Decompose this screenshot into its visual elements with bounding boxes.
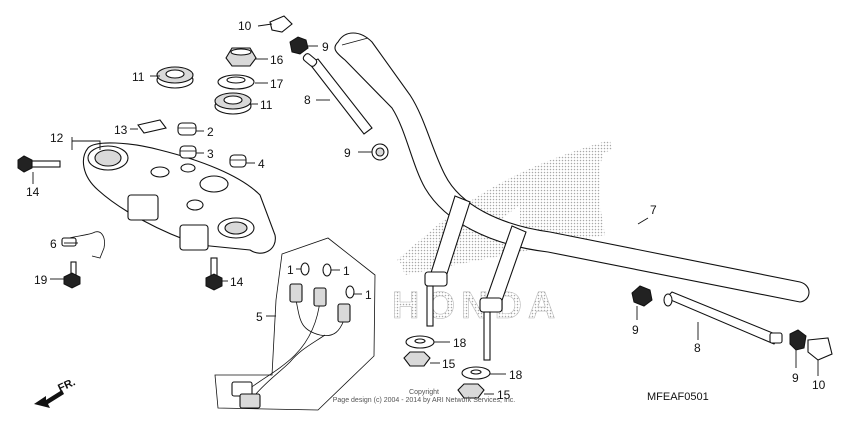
front-direction-label: FR. (56, 376, 77, 394)
callout-2: 2 (207, 125, 214, 139)
bolt-14-left (17, 155, 61, 173)
callout-11-upper: 11 (132, 70, 145, 84)
stem-nut-16 (225, 47, 257, 67)
callout-14-right: 14 (230, 275, 244, 289)
callout-10-right: 10 (812, 378, 826, 392)
wire-harness-box (214, 237, 376, 411)
callout-9-right-b: 9 (792, 371, 799, 385)
grommet-9-mid (371, 143, 389, 161)
handlebar-riser-left (424, 195, 471, 327)
weight-8-upper (302, 53, 373, 135)
callout-5: 5 (256, 310, 263, 324)
callout-18-right: 18 (509, 368, 523, 382)
grommet-9-right-a (631, 285, 653, 307)
callout-16: 16 (270, 53, 284, 67)
bulb-1-b (322, 263, 332, 277)
bulb-1-c (345, 285, 355, 299)
lock-nut-11-lower (214, 92, 252, 115)
callout-13: 13 (114, 123, 128, 137)
callout-3: 3 (207, 147, 214, 161)
grommet-9-right-b (789, 329, 807, 351)
callout-12: 12 (50, 131, 64, 145)
lock-nut-11-upper (156, 66, 194, 89)
top-bridge (82, 142, 276, 254)
honda-watermark-text: HONDA (392, 285, 561, 327)
handlebar-riser-right (479, 225, 527, 361)
callouts: 10 9 11 16 17 11 8 9 13 12 2 3 4 14 6 19… (26, 19, 826, 402)
callout-8-right: 8 (694, 341, 701, 355)
nut-15-left (403, 351, 431, 367)
clip-10-upper (269, 15, 293, 33)
callout-19: 19 (34, 273, 48, 287)
callout-17: 17 (270, 77, 284, 91)
cap-3 (179, 145, 197, 159)
cap-2 (177, 122, 197, 136)
washer-18-right (461, 366, 491, 380)
diagram-code: MFEAF0501 (647, 391, 709, 403)
wire-harness-5 (231, 283, 351, 409)
callout-8-upper: 8 (304, 93, 311, 107)
callout-14-left: 14 (26, 185, 40, 199)
bolt-14-right (205, 257, 223, 291)
callout-9-mid: 9 (344, 146, 351, 160)
callout-9-right-a: 9 (632, 323, 639, 337)
washer-17 (217, 74, 255, 90)
leader-lines (32, 23, 819, 395)
callout-6: 6 (50, 237, 57, 251)
callout-7: 7 (650, 203, 657, 217)
callout-15-right: 15 (497, 388, 511, 402)
clip-10-right (807, 337, 833, 361)
callout-10-upper: 10 (238, 19, 252, 33)
nut-15-right (457, 383, 485, 399)
cap-4 (229, 154, 247, 168)
callout-11-lower: 11 (260, 98, 273, 112)
grommet-9-upper (289, 36, 309, 55)
copyright-line-1: Copyright (409, 389, 439, 396)
bulb-1-a (300, 262, 310, 276)
callout-4: 4 (258, 157, 265, 171)
callout-15-left: 15 (442, 357, 456, 371)
callout-18-left: 18 (453, 336, 467, 350)
callout-1-a: 1 (287, 263, 294, 277)
front-arrow-icon (34, 390, 64, 408)
callout-1-b: 1 (343, 264, 350, 278)
label-plate-13 (137, 119, 167, 134)
callout-1-c: 1 (365, 288, 372, 302)
copyright-line-2: Page design (c) 2004 - 2014 by ARI Netwo… (333, 397, 516, 404)
wire-clamp-6 (61, 231, 105, 259)
washer-18-left (405, 335, 435, 349)
bolt-19 (63, 261, 81, 289)
handlebar (334, 32, 810, 303)
callout-9-upper: 9 (322, 40, 329, 54)
weight-8-right (663, 291, 783, 345)
